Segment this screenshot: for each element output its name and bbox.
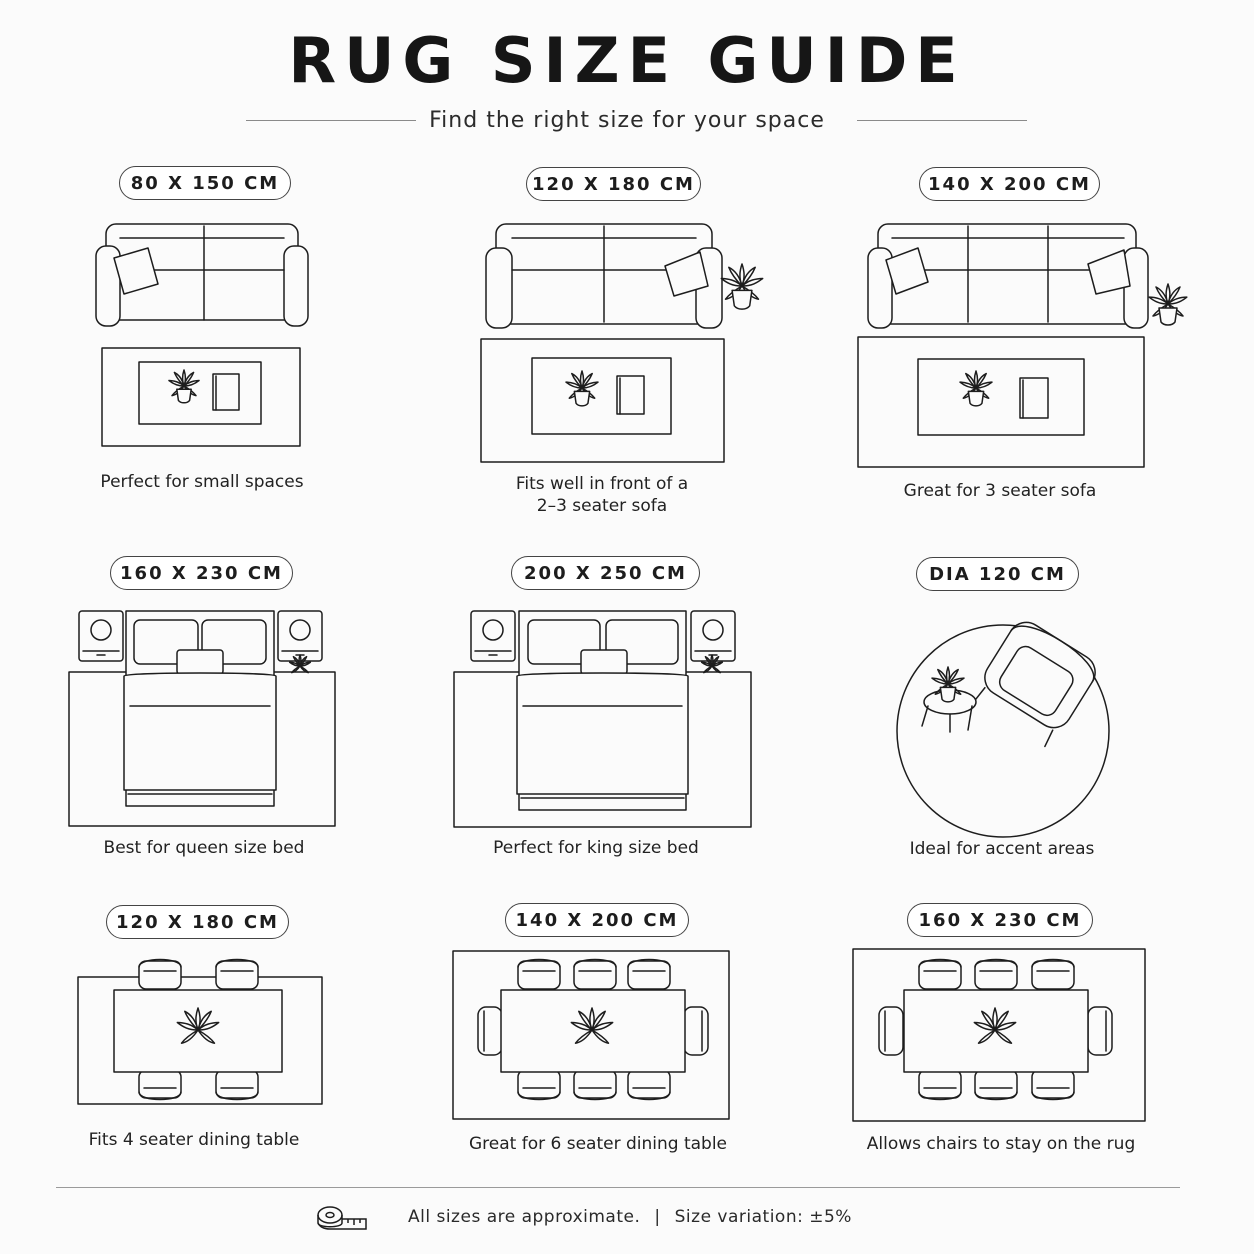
chair-icon [1087,1006,1113,1056]
book-icon [1020,378,1048,418]
size-caption: Perfect for king size bed [493,838,699,858]
size-caption: Fits well in front of a 2–3 seater sofa [515,474,689,516]
plant-icon [1149,284,1188,325]
measuring-tape-icon [316,1203,368,1233]
size-badge: 160 X 230 CM [907,903,1093,937]
plant-icon [959,371,992,406]
rug-outline [858,337,1144,467]
chair-icon [1031,958,1075,990]
nightstand-icon [470,610,516,662]
footer-divider [56,1187,1180,1188]
size-badge: 120 X 180 CM [526,167,701,201]
chair-icon [517,1069,561,1101]
size-caption: Great for 3 seater sofa [903,481,1097,501]
chair-icon [918,958,962,990]
book-icon [617,376,644,414]
rug-outline [481,339,724,462]
footer-approx-note: All sizes are approximate. [408,1207,641,1227]
bed-icon [124,611,276,806]
rug-outline [453,951,729,1119]
size-caption: Ideal for accent areas [909,839,1095,859]
page-subtitle: Find the right size for your space [429,108,825,133]
chair-icon [627,958,671,990]
page-title: RUG SIZE GUIDE [288,24,966,97]
size-badge: 160 X 230 CM [110,556,293,590]
armchair-icon [969,616,1102,750]
size-badge: 120 X 180 CM [106,905,289,939]
size-caption: Great for 6 seater dining table [468,1134,728,1154]
round-rug-outline [897,625,1109,837]
size-caption: Fits 4 seater dining table [88,1130,300,1150]
coffee-table [139,362,261,424]
chair-icon [974,958,1018,990]
plant-icon [168,370,199,403]
size-badge: 80 X 150 CM [119,166,291,200]
size-badge: 200 X 250 CM [511,556,700,590]
book-icon [213,374,239,410]
chair-icon [517,958,561,990]
chair-icon [918,1069,962,1101]
chair-icon [138,1069,182,1101]
nightstand-icon [690,610,736,662]
chair-icon [215,1069,259,1101]
rug-outline [78,977,322,1104]
chair-icon [477,1006,503,1056]
sofa-icon [486,224,722,328]
chair-icon [573,1069,617,1101]
nightstand-icon [78,610,124,662]
rug-outline [102,348,300,446]
subtitle-rule-right [857,120,1027,121]
chair-icon [878,1006,904,1056]
subtitle-row: Find the right size for your space [0,106,1254,136]
chair-icon [683,1006,709,1056]
footer-note: All sizes are approximate. | Size variatio… [408,1207,852,1227]
size-caption: Allows chairs to stay on the rug [866,1134,1136,1154]
coffee-table [532,358,671,434]
chair-icon [1031,1069,1075,1101]
chair-icon [627,1069,671,1101]
sofa-icon [96,224,308,326]
chair-icon [138,958,182,990]
nightstand-icon [277,610,323,662]
size-badge: DIA 120 CM [916,557,1079,591]
chair-icon [215,958,259,990]
footer-variation-note: Size variation: ±5% [674,1207,852,1227]
size-caption: Perfect for small spaces [100,472,304,492]
rug-outline [853,949,1145,1121]
chair-icon [573,958,617,990]
size-badge: 140 X 200 CM [919,167,1100,201]
plant-icon [565,371,598,406]
coffee-table [918,359,1084,435]
bed-icon [517,611,688,810]
plant-icon [721,264,764,309]
chair-icon [974,1069,1018,1101]
subtitle-rule-left [246,120,416,121]
footer-separator: | [654,1207,661,1227]
size-badge: 140 X 200 CM [505,903,689,937]
sofa-icon [868,224,1148,328]
size-caption: Best for queen size bed [103,838,305,858]
